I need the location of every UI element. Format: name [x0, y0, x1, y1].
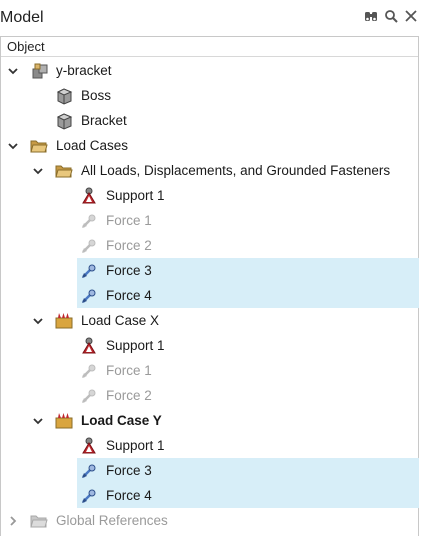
chevron-right-icon[interactable]	[7, 515, 19, 527]
tree-item-label: Global References	[56, 513, 168, 528]
tree-item-force-3[interactable]: Force 3	[1, 458, 419, 483]
close-icon[interactable]	[404, 9, 418, 23]
force-icon	[82, 214, 96, 228]
model-browser: Object y-bracket Boss Bracket	[0, 36, 419, 536]
selection-highlight	[77, 458, 419, 483]
tree-item-force-2[interactable]: Force 2	[1, 383, 419, 408]
tree-item-boss[interactable]: Boss	[1, 83, 419, 108]
tree-item-force-1[interactable]: Force 1	[1, 358, 419, 383]
tree-item-load-case-y[interactable]: Load Case Y	[1, 408, 419, 433]
tree-item-label: Force 4	[106, 488, 152, 503]
tree-item-bracket[interactable]: Bracket	[1, 108, 419, 133]
tree-item-load-cases[interactable]: Load Cases	[1, 133, 419, 158]
tree-item-label: Support 1	[106, 438, 165, 453]
tree-item-label: Force 1	[106, 213, 152, 228]
tree-item-label: Support 1	[106, 338, 165, 353]
tree-item-support-1[interactable]: Support 1	[1, 433, 419, 458]
tree-item-label: Force 2	[106, 238, 152, 253]
selection-highlight	[77, 258, 419, 283]
chevron-down-icon[interactable]	[32, 415, 44, 427]
tree-item-global-references[interactable]: Global References	[1, 508, 419, 533]
support-icon	[82, 187, 96, 204]
panel-title: Model	[0, 9, 44, 26]
tree-item-label: Load Case Y	[81, 413, 162, 428]
tree-item-load-case-x[interactable]: Load Case X	[1, 308, 419, 333]
force-icon	[82, 364, 96, 378]
panel-titlebar: Model	[0, 0, 422, 36]
tree-item-label: Force 4	[106, 288, 152, 303]
load-case-icon	[55, 313, 73, 329]
folder-icon	[30, 515, 48, 528]
tree-item-all-loads[interactable]: All Loads, Displacements, and Grounded F…	[1, 158, 419, 183]
tree-item-y-bracket[interactable]: y-bracket	[1, 58, 419, 83]
force-icon	[82, 264, 96, 278]
force-icon	[82, 389, 96, 403]
selection-highlight	[77, 483, 419, 508]
tree-item-label: Load Cases	[56, 138, 129, 153]
force-icon	[82, 489, 96, 503]
tree-item-force-3[interactable]: Force 3	[1, 258, 419, 283]
chevron-down-icon[interactable]	[7, 65, 19, 77]
tree-item-force-2[interactable]: Force 2	[1, 233, 419, 258]
chevron-down-icon[interactable]	[7, 140, 19, 152]
titlebar-tools	[364, 9, 418, 23]
tree-item-label: Load Case X	[81, 313, 160, 328]
tree-item-force-4[interactable]: Force 4	[1, 283, 419, 308]
tree-item-force-1[interactable]: Force 1	[1, 208, 419, 233]
part-cube-icon	[56, 88, 73, 105]
tree-item-label: y-bracket	[56, 63, 112, 78]
force-icon	[82, 239, 96, 253]
tree-item-label: Force 3	[106, 263, 152, 278]
assembly-icon	[32, 63, 48, 79]
support-icon	[82, 337, 96, 354]
chevron-down-icon[interactable]	[32, 315, 44, 327]
force-icon	[82, 464, 96, 478]
folder-open-icon	[55, 165, 73, 178]
tree-item-label: Force 2	[106, 388, 152, 403]
force-icon	[82, 289, 96, 303]
magnifier-icon[interactable]	[384, 9, 398, 23]
column-header-object[interactable]: Object	[1, 37, 418, 57]
tree-item-label: Boss	[81, 88, 112, 103]
selection-highlight	[77, 283, 419, 308]
folder-open-icon	[30, 140, 48, 153]
chevron-down-icon[interactable]	[32, 165, 44, 177]
load-case-icon	[55, 413, 73, 429]
tree-item-support-1[interactable]: Support 1	[1, 183, 419, 208]
tree-item-force-4[interactable]: Force 4	[1, 483, 419, 508]
support-icon	[82, 437, 96, 454]
tree-item-label: Force 3	[106, 463, 152, 478]
tree-item-label: Bracket	[81, 113, 127, 128]
part-cube-icon	[56, 113, 73, 130]
tree-item-support-1[interactable]: Support 1	[1, 333, 419, 358]
tree-item-label: Support 1	[106, 188, 165, 203]
binoculars-icon[interactable]	[364, 9, 378, 23]
tree-item-label: All Loads, Displacements, and Grounded F…	[81, 163, 391, 178]
tree-item-label: Force 1	[106, 363, 152, 378]
